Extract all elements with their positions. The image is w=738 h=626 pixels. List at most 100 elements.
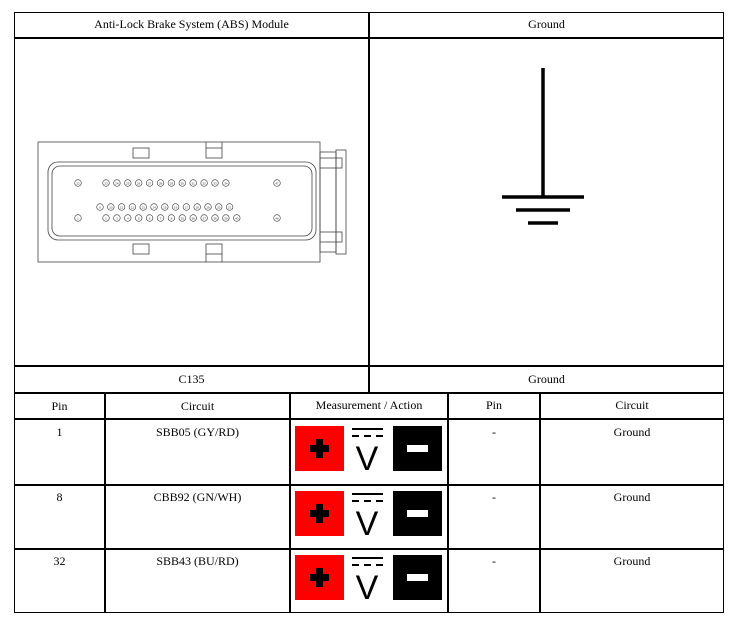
- ground-title: Ground: [528, 17, 565, 31]
- header-circuit: Circuit: [180, 399, 215, 413]
- connector-pin-15: [161, 203, 169, 211]
- pin-table: [14, 393, 724, 613]
- connector-pin-label: 37: [202, 216, 206, 220]
- row-3-voltmeter: V: [295, 553, 443, 603]
- positive-probe-icon: [295, 491, 344, 536]
- connector-pin-17: [182, 203, 190, 211]
- connector-pin-label: 21: [228, 205, 232, 209]
- voltage-symbol: V: [356, 440, 379, 474]
- connector-pin-30: [178, 179, 186, 187]
- row-3-circuit-2: Ground: [613, 554, 651, 568]
- connector-pin-label: 29: [170, 181, 174, 185]
- connector-pin-25: [124, 179, 132, 187]
- connector-pin-27: [145, 179, 154, 187]
- connector-pin-46: [273, 214, 281, 222]
- connector-pin-label: 35: [181, 216, 185, 220]
- connector-pin-label: 12: [131, 205, 135, 209]
- connector-pin-label: 34: [224, 181, 228, 185]
- header-pin: Pin: [51, 399, 68, 413]
- connector-pin-label: 30: [181, 181, 185, 185]
- row-1-voltmeter: V: [295, 424, 443, 474]
- connector-pin-12: [128, 203, 136, 211]
- dc-voltage-icon: V: [352, 428, 383, 474]
- connector-pin-11: [117, 203, 126, 211]
- top-table-caption-rule: [14, 365, 724, 367]
- connector-pin-label: 38: [213, 216, 217, 220]
- connector-pin-label: 26: [137, 181, 141, 185]
- connector-pin-19: [204, 203, 212, 211]
- connector-pin-13: [139, 203, 147, 211]
- connector-pin-34: [222, 179, 230, 187]
- row-3-circuit: SBB43 (BU/RD): [156, 554, 239, 568]
- connector-pin-35: [178, 214, 186, 222]
- connector-pin-label: 1: [77, 216, 79, 220]
- top-table-header-rule: [14, 37, 724, 39]
- row-2-pin: 8: [56, 490, 63, 504]
- connector-pin-label: 18: [196, 205, 200, 209]
- connector-pin-label: 14: [152, 205, 156, 209]
- connector-pin-37: [200, 214, 208, 222]
- positive-probe-icon: [295, 426, 344, 471]
- voltage-symbol: V: [356, 569, 379, 603]
- connector-pin-label: 33: [213, 181, 217, 185]
- connector-pin-label: 16: [174, 205, 178, 209]
- connector-pin-21: [226, 203, 234, 211]
- connector-pin-label: 19: [206, 205, 210, 209]
- connector-pin-31: [189, 179, 197, 187]
- connector-pin-label: 13: [142, 205, 146, 209]
- connector-pin-36: [189, 214, 197, 222]
- connector-pin-label: 23: [104, 181, 108, 185]
- row-1-pin: 1: [56, 425, 63, 439]
- row-2-circuit-2: Ground: [613, 490, 651, 504]
- connector-pin-40: [233, 214, 241, 222]
- connector-pin-23: [102, 179, 110, 187]
- dc-voltage-icon: V: [352, 557, 383, 603]
- connector-pin-label: 24: [115, 181, 119, 185]
- dc-voltage-icon: V: [352, 493, 383, 539]
- connector-pin-label: 7: [160, 216, 162, 220]
- connector-pin-label: 6: [149, 216, 151, 220]
- connector-pin-label: 11: [120, 205, 123, 209]
- row-1-circuit: SBB05 (GY/RD): [155, 425, 239, 439]
- connector-pin-32: [200, 179, 208, 187]
- abs-module-title: Anti-Lock Brake System (ABS) Module: [94, 17, 289, 31]
- connector-pin-18: [193, 203, 201, 211]
- negative-probe-icon: [393, 426, 442, 471]
- connector-pin-14: [150, 203, 158, 211]
- connector-pin-8: [167, 214, 175, 222]
- positive-probe-icon: [295, 555, 344, 600]
- connector-pin-1: [74, 214, 82, 222]
- row-1-pin-2: -: [492, 425, 496, 439]
- connector-pin-4: [124, 214, 132, 222]
- connector-pin-label: 28: [159, 181, 163, 185]
- row-1-circuit-2: Ground: [613, 425, 651, 439]
- connector-pin-label: 10: [109, 205, 113, 209]
- connector-pin-label: 46: [275, 216, 279, 220]
- connector-caption: C135: [178, 372, 205, 386]
- connector-pin-label: 9: [99, 205, 101, 209]
- connector-pin-label: 15: [163, 205, 167, 209]
- negative-probe-icon: [393, 491, 442, 536]
- connector-pin-9: [96, 203, 104, 211]
- connector-pin-label: 39: [224, 216, 228, 220]
- connector-pin-24: [113, 179, 121, 187]
- connector-pin-label: 2: [105, 216, 107, 220]
- connector-pin-label: 4: [127, 216, 129, 220]
- connector-pin-label: 3: [116, 216, 118, 220]
- negative-probe-icon: [393, 555, 442, 600]
- connector-pin-33: [211, 179, 219, 187]
- ground-symbol-icon: [502, 68, 584, 225]
- connector-pin-label: 5: [138, 216, 140, 220]
- connector-pin-label: 31: [192, 181, 196, 185]
- voltage-symbol: V: [356, 505, 379, 539]
- header-pin-2: Pin: [485, 398, 502, 412]
- connector-pin-47: [273, 179, 281, 187]
- connector-pin-label: 20: [217, 205, 221, 209]
- connector-pin-38: [211, 214, 219, 222]
- row-2-voltmeter: V: [295, 489, 443, 539]
- connector-pin-label: 40: [235, 216, 239, 220]
- row-3-pin-2: -: [492, 554, 496, 568]
- connector-pin-label: 8: [171, 216, 173, 220]
- header-measurement-action: Measurement / Action: [315, 398, 423, 412]
